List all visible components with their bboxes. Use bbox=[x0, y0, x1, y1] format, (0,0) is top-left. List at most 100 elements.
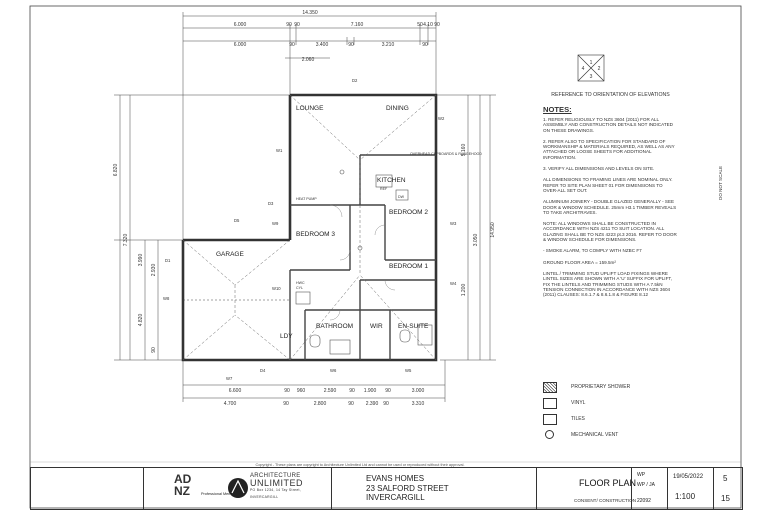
note-item: NOTE: ALL WINDOWS SHALL BE CONSTRUCTED I… bbox=[543, 221, 677, 243]
dim-bottom-4: 2.590 bbox=[324, 388, 337, 394]
bottom-dimension-text: 6.600 90 960 2.590 90 1.900 90 3.000 4.7… bbox=[224, 388, 425, 407]
ensuite-toilet bbox=[399, 329, 411, 343]
job-number: 22092 bbox=[637, 498, 651, 504]
smoke-alarm-2 bbox=[357, 245, 363, 251]
dim-top-2: 90 bbox=[286, 22, 292, 28]
orientation-reference: REFERENCE TO ORIENTATION OF ELEVATIONS bbox=[551, 92, 670, 98]
tag-w1: W1 bbox=[276, 148, 283, 153]
dim-left-2: 7.320 bbox=[123, 234, 129, 247]
note-dw: DW bbox=[398, 195, 405, 199]
note-overhead: OVERHEAD CUPBOARDS & RANGEHOOD bbox=[410, 152, 482, 156]
dim-top-3: 90 bbox=[294, 22, 300, 28]
note-ref: REF bbox=[380, 187, 388, 191]
title-empty-cell bbox=[31, 468, 144, 509]
left-dimension-text: 6.820 7.320 3.990 4.820 2.930 90 bbox=[113, 164, 157, 353]
bottom-dimension-lines bbox=[182, 360, 446, 402]
client-name: EVANS HOMES bbox=[366, 474, 425, 483]
orientation-4: 4 bbox=[582, 66, 585, 72]
room-garage: GARAGE bbox=[216, 251, 244, 258]
room-bedroom-1: BEDROOM 1 bbox=[389, 263, 428, 270]
note-hwc: HWC bbox=[296, 281, 305, 285]
note-item: 2. REFER ALSO TO SPECIFICATION FOR STAND… bbox=[543, 138, 675, 160]
kitchen-bench bbox=[375, 174, 393, 188]
right-dimension-lines bbox=[436, 94, 496, 361]
laundry-tub bbox=[295, 291, 311, 305]
firm-sub: PO Box 1234, 14 Tay Street, INVERCARGILL bbox=[250, 488, 302, 499]
tag-w6: W6 bbox=[330, 368, 337, 373]
legend-label: VINYL bbox=[571, 400, 586, 406]
address-line1: 23 SALFORD STREET bbox=[366, 483, 449, 493]
orientation-3: 3 bbox=[590, 74, 593, 80]
legend-row-vinyl: VINYL bbox=[543, 398, 683, 414]
legend-row-vent: MECHANICAL VENT bbox=[543, 430, 683, 446]
dim-left-6: 90 bbox=[151, 347, 157, 353]
drawing-date: 19/05/2022 bbox=[673, 474, 704, 480]
tag-d1: D1 bbox=[165, 258, 171, 263]
dim-right-3: 1.200 bbox=[461, 284, 467, 297]
left-dimension-lines bbox=[114, 94, 290, 361]
note-cyl: CYL bbox=[296, 286, 303, 290]
legend-label: TILES bbox=[571, 416, 585, 422]
project-address: EVANS HOMES 23 SALFORD STREET INVERCARGI… bbox=[366, 474, 449, 503]
dim-top2-1: 6.000 bbox=[234, 42, 247, 48]
orientation-2: 2 bbox=[598, 66, 601, 72]
roof-hip-lines bbox=[182, 94, 437, 361]
dim-bottom2-6: 90 bbox=[383, 401, 389, 407]
room-bathroom: BATHROOM bbox=[316, 323, 353, 330]
door-swings bbox=[329, 204, 396, 321]
legend-label: PROPRIETARY SHOWER bbox=[571, 384, 631, 390]
tag-d3: D3 bbox=[268, 201, 274, 206]
room-ensuite: EN-SUITE bbox=[398, 323, 429, 330]
title-divider-5 bbox=[713, 468, 714, 509]
dim-bottom-1: 6.600 bbox=[229, 388, 242, 394]
dim-bottom2-3: 2.800 bbox=[314, 401, 327, 407]
fixtures bbox=[295, 169, 433, 355]
note-item: GROUND FLOOR AREA = 159.5m² bbox=[543, 259, 616, 265]
revision-number: 5 bbox=[723, 474, 728, 483]
notes-panel: REFERENCE TO ORIENTATION OF ELEVATIONS N… bbox=[543, 92, 678, 303]
note-heatpump: HEAT PUMP bbox=[296, 197, 317, 201]
dim-bottom2-5: 2.390 bbox=[366, 401, 379, 407]
dim-top-small: 2.060 bbox=[302, 57, 315, 63]
tag-d5: D5 bbox=[234, 218, 240, 223]
dim-bottom2-1: 4.700 bbox=[224, 401, 237, 407]
dim-top2-3: 3.400 bbox=[316, 42, 329, 48]
dim-top-1: 6.000 bbox=[234, 22, 247, 28]
dim-top-4: 7.160 bbox=[351, 22, 364, 28]
plan-annotations: HEAT PUMP OVERHEAD CUPBOARDS & RANGEHOOD… bbox=[296, 152, 482, 290]
shower-swatch bbox=[543, 382, 557, 393]
exterior-walls bbox=[181, 93, 438, 362]
dim-left-1: 6.820 bbox=[113, 164, 119, 177]
note-item: - SMOKE ALARM, TO COMPLY WITH NZBC F7 bbox=[543, 248, 642, 254]
dim-right-2: 3.050 bbox=[473, 234, 479, 247]
orientation-numbers: 1 2 3 4 bbox=[582, 60, 601, 80]
firm-name: ARCHITECTURE UNLIMITED PO Box 1234, 14 T… bbox=[250, 473, 316, 501]
room-kitchen: KITCHEN bbox=[377, 177, 406, 184]
dim-right-1: 5.160 bbox=[461, 144, 467, 157]
kitchen-sink bbox=[395, 189, 409, 201]
do-not-scale-note: DO NOT SCALE bbox=[718, 165, 723, 200]
vent-icon bbox=[545, 430, 554, 439]
tag-w7: W7 bbox=[226, 376, 233, 381]
orientation-key bbox=[577, 54, 605, 82]
tag-w3: W3 bbox=[450, 221, 457, 226]
adnz-logo: AD NZ bbox=[174, 472, 192, 498]
copyright-text: Copyright - These plans are copyright to… bbox=[255, 463, 465, 467]
dim-top-6: 4.10 bbox=[423, 22, 433, 28]
dim-top-7: 90 bbox=[434, 22, 440, 28]
note-item: ALUMINIUM JOINERY - DOUBLE GLAZED GENERA… bbox=[543, 199, 677, 215]
tag-w2: W2 bbox=[438, 116, 445, 121]
room-bedroom-2: BEDROOM 2 bbox=[389, 209, 428, 216]
drawn-by: WP bbox=[637, 472, 646, 478]
title-divider-2 bbox=[536, 468, 537, 509]
firm-line1: ARCHITECTURE bbox=[250, 473, 301, 479]
sheet-border bbox=[29, 5, 742, 509]
dim-bottom-2: 90 bbox=[284, 388, 290, 394]
room-labels: LOUNGE DINING KITCHEN BEDROOM 2 BEDROOM … bbox=[216, 105, 429, 340]
top-dimension-text: 14.350 6.000 90 90 7.160 50 4.10 90 6.00… bbox=[234, 10, 440, 63]
right-dimension-text: 5.160 3.050 1.200 14.950 bbox=[461, 144, 496, 297]
dim-overall-depth: 14.950 bbox=[490, 222, 496, 238]
dim-left-4: 4.820 bbox=[138, 314, 144, 327]
address-line2: INVERCARGILL bbox=[366, 493, 425, 502]
legend-label: MECHANICAL VENT bbox=[571, 432, 619, 438]
